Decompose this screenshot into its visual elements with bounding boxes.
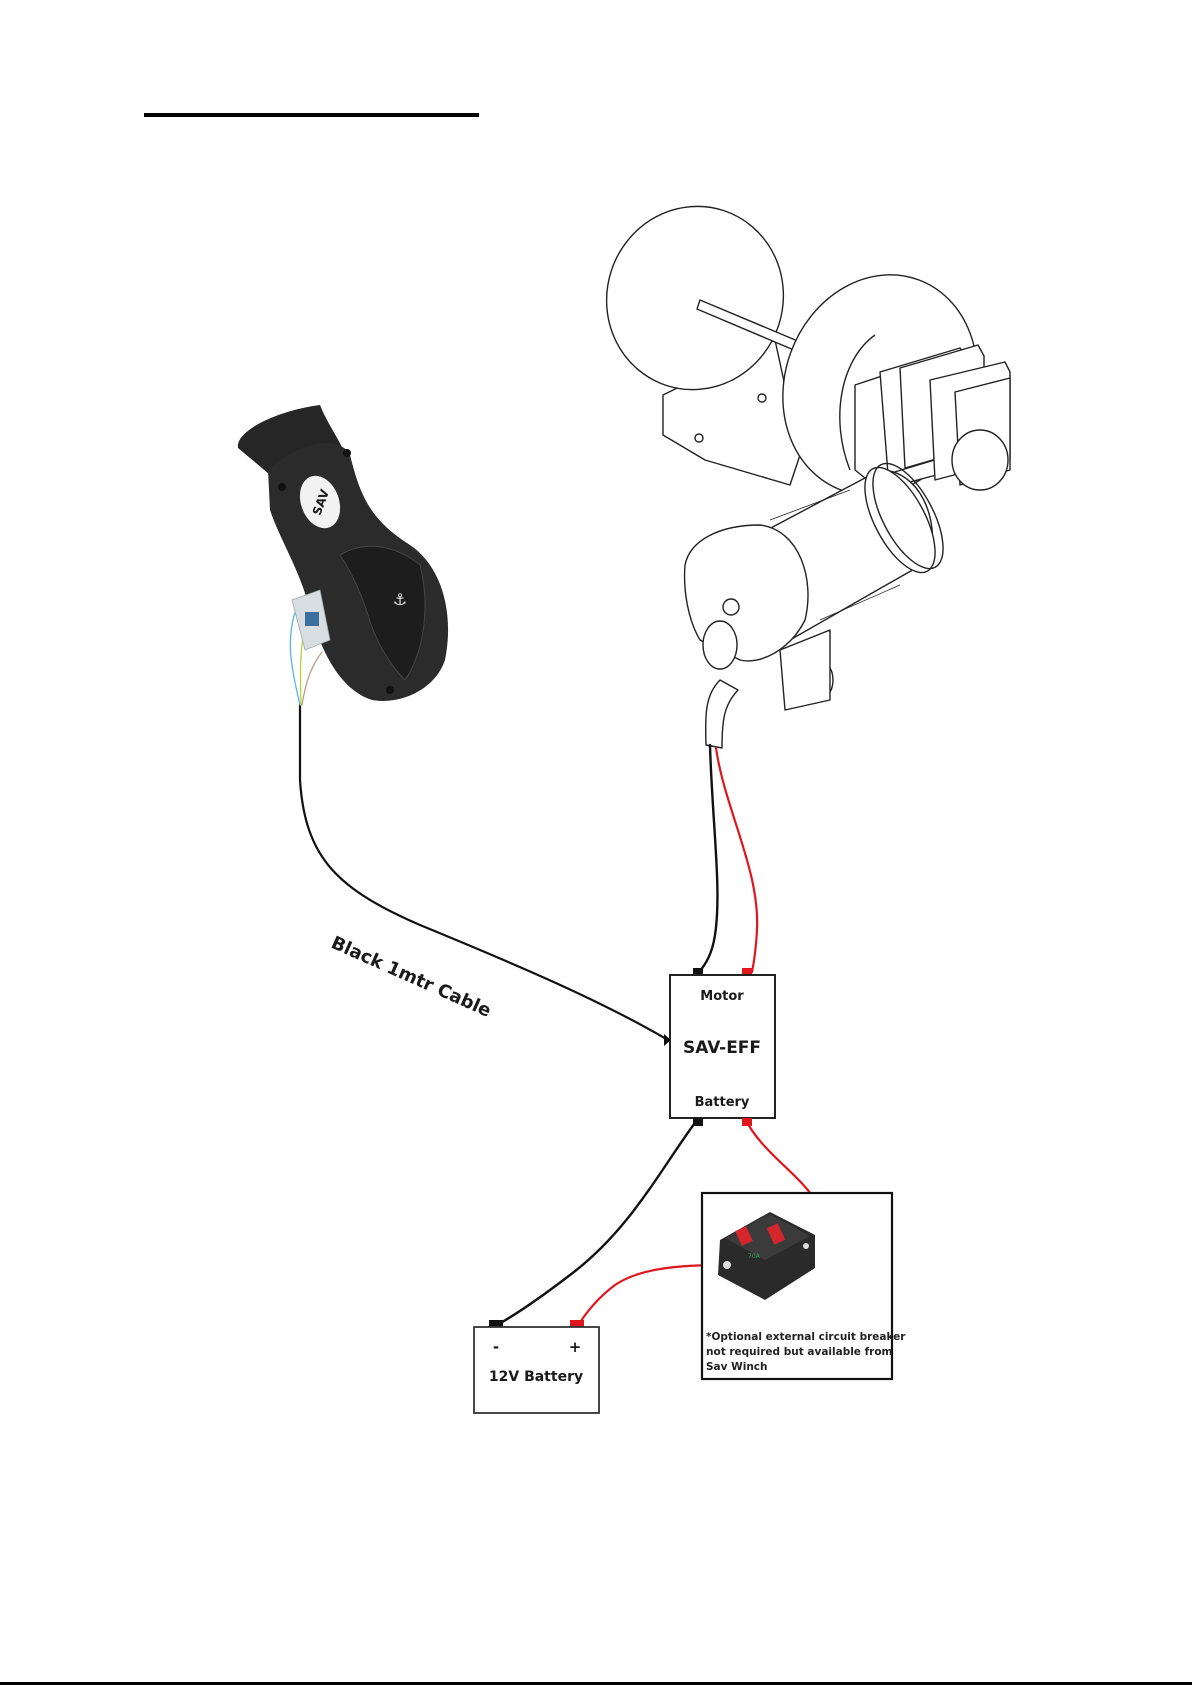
battery-name: 12V Battery (489, 1369, 583, 1385)
controller-name: SAV-EFF (683, 1038, 761, 1058)
battery-neg-label: - (493, 1338, 499, 1356)
cable-sheath (706, 680, 738, 748)
end-cap-screw (723, 599, 739, 615)
breaker-note-line-1: *Optional external circuit breaker (706, 1331, 906, 1343)
motor-positive-wire (716, 748, 757, 972)
breaker-terminal (723, 1261, 731, 1269)
switch-control-cable (300, 705, 668, 1040)
gearbox-cap (952, 430, 1008, 490)
breaker-note-line-3: Sav Winch (706, 1361, 768, 1373)
battery-negative-wire (497, 1120, 697, 1325)
controller-battery-label: Battery (695, 1095, 750, 1110)
rocker-switch: SAV ⚓ (238, 405, 448, 701)
breaker-rating: 70A (748, 1253, 761, 1260)
connector-clip (305, 612, 319, 626)
battery: - + 12V Battery (474, 1320, 599, 1413)
switch-wire-brown (302, 652, 322, 705)
breaker-terminal (803, 1243, 809, 1249)
circuit-breaker-panel: 70A *Optional external circuit breaker n… (702, 1193, 906, 1379)
winch-drawing (583, 183, 1010, 748)
battery-pos-label: + (569, 1338, 582, 1356)
motor-negative-wire (699, 745, 717, 972)
mount-screw (278, 483, 286, 491)
mount-screw (386, 686, 394, 694)
title-underline (144, 113, 479, 117)
end-cap-hole (703, 621, 737, 669)
mount-screw (343, 449, 351, 457)
sav-eff-controller: Motor SAV-EFF Battery (664, 968, 775, 1126)
battery-neg-terminal (693, 1118, 703, 1126)
breaker-note-line-2: not required but available from (706, 1346, 893, 1358)
anchor-icon: ⚓ (393, 590, 407, 609)
controller-motor-label: Motor (700, 989, 744, 1004)
battery-pos-terminal (742, 1118, 752, 1126)
